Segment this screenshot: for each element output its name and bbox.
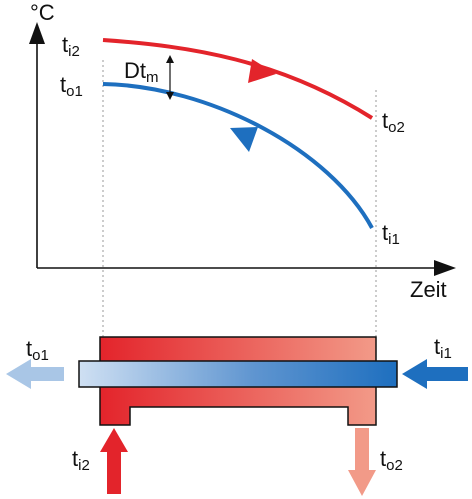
label-cold-inlet: ti1 xyxy=(434,334,452,362)
label-cold-outlet-temp: to1 xyxy=(60,72,83,100)
label-mean-temp-diff: Dtm xyxy=(124,58,159,86)
label-hot-outlet: to2 xyxy=(380,446,403,474)
y-axis-unit: °C xyxy=(30,0,55,25)
temperature-chart: °C Zeit ti2 to1 Dtm to2 ti1 xyxy=(29,0,456,425)
label-hot-inlet: ti2 xyxy=(72,446,90,474)
hot-inlet-arrow xyxy=(100,428,128,494)
hot-flow-direction-arrow xyxy=(248,59,276,83)
cold-fluid-curve xyxy=(102,82,374,229)
label-hot-inlet-temp: ti2 xyxy=(62,32,80,60)
cold-flow-direction-arrow xyxy=(230,127,258,152)
hot-fluid-curve xyxy=(102,38,374,120)
label-cold-inlet-temp: ti1 xyxy=(382,220,400,248)
label-cold-outlet: to1 xyxy=(26,336,49,364)
mean-temp-diff-arrow-up xyxy=(166,55,174,63)
hot-outlet-arrow xyxy=(348,428,376,496)
label-hot-outlet-temp: to2 xyxy=(382,108,405,136)
mean-temp-diff-arrow-down xyxy=(166,92,174,100)
inner-tube-cold-fluid xyxy=(78,360,398,388)
cold-outlet-arrow xyxy=(6,359,64,389)
heat-exchanger-schematic: to1 ti1 ti2 to2 xyxy=(6,334,468,496)
x-axis-label: Zeit xyxy=(410,277,447,302)
x-axis-arrow xyxy=(434,260,456,276)
y-axis-arrow xyxy=(29,22,45,44)
cold-inlet-arrow xyxy=(402,359,468,389)
